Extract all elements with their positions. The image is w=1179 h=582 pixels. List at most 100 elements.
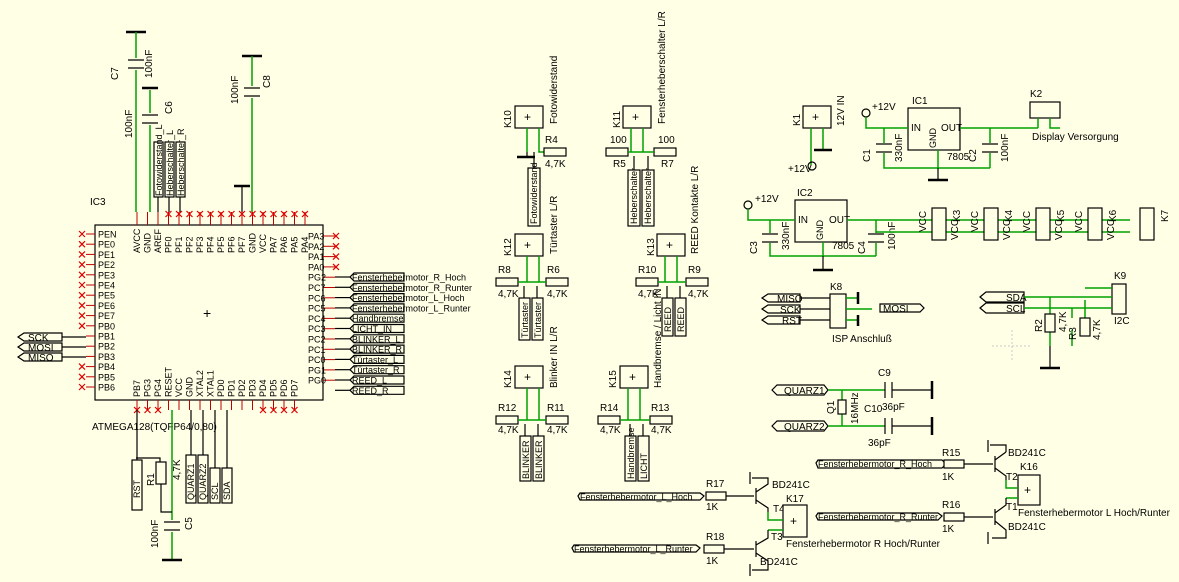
vcc-connector-k4: [983, 207, 999, 241]
vcc-connector-k5: [1035, 207, 1051, 241]
no-connect-mark: [78, 250, 86, 258]
ic1-name: IC1: [912, 96, 928, 107]
ic3-decoupling-caps: C7 100nF 100nF C6 C8 100nF: [110, 30, 273, 212]
net-flag: [349, 334, 405, 344]
ic2-regulator: [794, 199, 848, 243]
r3-resistor: [1079, 317, 1091, 337]
ic3-pin-label: PE6: [98, 301, 115, 311]
net-sda: SDA: [222, 481, 232, 500]
k15-name: K15: [608, 370, 619, 388]
r11-value: 4,7K: [547, 425, 568, 436]
net-flag: [349, 365, 405, 375]
svg-text:+: +: [632, 110, 639, 124]
vcc-label: VCC: [1074, 211, 1085, 232]
vcc-label: VCC: [1022, 211, 1033, 232]
k2-label: Display Versorgung: [1032, 132, 1119, 143]
r8-name: R8: [498, 265, 511, 276]
r3-name: R3: [1068, 327, 1079, 340]
ic3-pin-label: PD4: [258, 379, 268, 397]
k1-12v-label: +12V: [788, 164, 812, 175]
net-flag: [349, 313, 405, 323]
r12-name: R12: [498, 403, 517, 414]
t1-name: T1: [1006, 502, 1018, 513]
net-label: Fensterhebermotor_R_Runter: [352, 283, 472, 293]
no-connect-mark: [154, 406, 162, 414]
ic3-left-pins: PENPE0PE1PE2PE3PE4PE5PE6PE7PB0PB1PB2PB3P…: [78, 230, 117, 393]
k1-label: 12V IN: [836, 95, 847, 126]
r6-value: 4,7K: [547, 289, 568, 300]
r5-resistor: [605, 147, 629, 157]
ic3-pin-label: PG3: [143, 379, 153, 397]
no-connect-mark: [78, 363, 86, 371]
r17-name: R17: [706, 479, 725, 490]
ic3-pin-label: PF2: [185, 236, 195, 253]
ic1-regulator: [907, 107, 961, 151]
ic3-part: ATMEGA128(TQFP64/0,80): [92, 422, 217, 433]
ic3-pin-label: PE5: [98, 291, 115, 301]
no-connect-mark: [144, 406, 151, 414]
quarz2-net: QUARZ2: [784, 422, 825, 433]
vcc-label: VCC: [950, 219, 961, 240]
net-label: REED_R: [352, 386, 389, 396]
k12-label: Türtaster L/R: [549, 196, 560, 254]
r3-value: 4,7K: [1092, 319, 1103, 340]
svg-text:+: +: [1024, 483, 1031, 497]
c8-value: 100nF: [230, 76, 241, 104]
net-blink-l: BLINKER: [521, 440, 531, 479]
no-connect-mark: [186, 210, 193, 218]
net-label: Fensterhebermotor_R_Hoch: [352, 273, 466, 283]
net-label: Fensterhebermotor_L_Hoch: [352, 293, 465, 303]
ic3-pin-label: PA7: [269, 237, 279, 253]
svg-text:+: +: [524, 370, 531, 384]
svg-text:+: +: [524, 238, 531, 252]
ic1-in: IN: [911, 123, 921, 134]
r11-name: R11: [547, 403, 565, 414]
ic3-pin-label: PB7: [132, 380, 142, 397]
no-connect-mark: [270, 406, 277, 414]
net-licht: LICHT: [639, 452, 649, 479]
no-connect-mark: [291, 210, 298, 218]
ic2-out: OUT: [829, 215, 850, 226]
ic3-bottom-circuit: 100nF C5 R1 4,7K RST QUARZ1 QUARZ2 SCL S…: [131, 410, 233, 562]
ic3-pin-label: PC2: [308, 335, 326, 345]
quartz-oscillator: QUARZ1 QUARZ2 Q1 16MHz C9 36pF C10 36pF: [771, 368, 934, 449]
vcc-connector-name: K3: [952, 209, 963, 222]
vcc-label: VCC: [918, 211, 929, 232]
isp-mosi: MOSI: [883, 304, 909, 315]
c9-name: C9: [878, 368, 891, 379]
ic3-microcontroller: IC3 ATMEGA128(TQFP64/0,80) + PENPE0PE1PE…: [78, 197, 340, 433]
net-label: Fensterhebermotor_L_Runter: [352, 303, 471, 313]
net-label: BLINKER_L: [352, 334, 401, 344]
ic3-pin-label: PA0: [308, 262, 324, 272]
ic3-pin-label: PE2: [98, 260, 115, 270]
no-connect-mark: [270, 210, 277, 218]
ic3-pin-label: PB5: [98, 372, 115, 382]
k1-connector: [802, 105, 832, 129]
net-flag: [349, 354, 405, 364]
ic3-name: IC3: [90, 197, 106, 208]
no-connect-mark: [78, 240, 86, 248]
ic3-pin-label: PD6: [279, 379, 289, 397]
k13-name: K13: [646, 238, 657, 256]
r1-value: 4,7K: [172, 459, 183, 480]
ic3-pin-label: PG2: [308, 273, 326, 283]
t4-name: T4: [773, 504, 785, 515]
isp-sck: SCK: [780, 305, 801, 316]
bd-label-4: BD241C: [760, 557, 798, 568]
no-connect-mark: [238, 210, 246, 218]
ic3-right-net-flags: Fensterhebermotor_R_HochFensterhebermoto…: [335, 272, 472, 396]
ic3-pin-label: XTAL2: [195, 370, 205, 397]
net-heb-l: Heberschalter_L: [165, 130, 175, 196]
ic3-pin-label: PA4: [300, 237, 310, 253]
svg-text:+: +: [812, 110, 819, 124]
r8-value: 4,7K: [498, 289, 519, 300]
net-flag: [349, 303, 405, 313]
ic3-pin-label: GND: [143, 233, 153, 254]
no-connect-mark: [332, 253, 340, 261]
net-miso: MISO: [28, 353, 54, 364]
k2-name: K2: [1030, 89, 1043, 100]
ic3-pin-label: PA5: [290, 237, 300, 253]
c7-value: 100nF: [144, 50, 155, 78]
